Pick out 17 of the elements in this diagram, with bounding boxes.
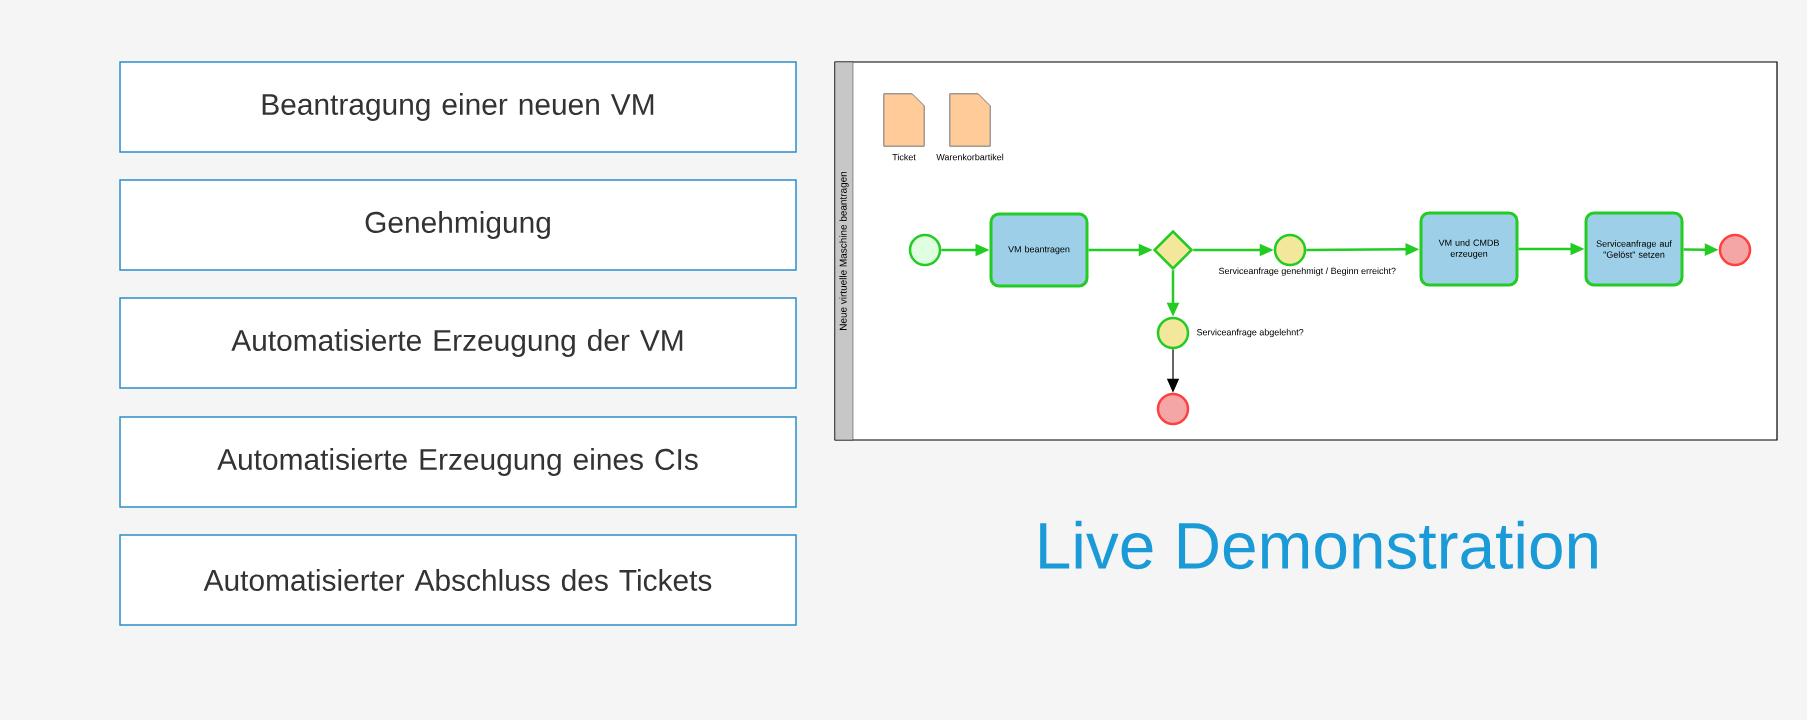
step-box: Genehmigung [119,179,797,271]
task-box: VM und CMDB erzeugen [1419,211,1519,287]
step-box: Automatisierte Erzeugung eines CIs [119,416,797,508]
end-event [1156,392,1190,426]
start-event [908,233,942,267]
lane-label: Neue virtuelle Maschine beantragen [834,61,854,441]
event-label: Serviceanfrage genehmigt / Beginn erreicht? [1218,267,1396,276]
task-box: VM beantragen [989,212,1089,288]
step-box: Automatisierter Abschluss des Tickets [119,534,797,626]
step-box: Beantragung einer neuen VM [119,61,797,153]
end-event [1718,233,1752,267]
step-box: Automatisierte Erzeugung der VM [119,297,797,389]
document-label: Warenkorbartikel [936,153,1004,161]
heading: Live Demonstration [1040,520,1597,570]
task-box: Serviceanfrage auf "Gelöst" setzen [1584,211,1684,287]
event-label: Serviceanfrage abgelehnt? [1196,328,1304,338]
document-label: Ticket [892,153,916,161]
